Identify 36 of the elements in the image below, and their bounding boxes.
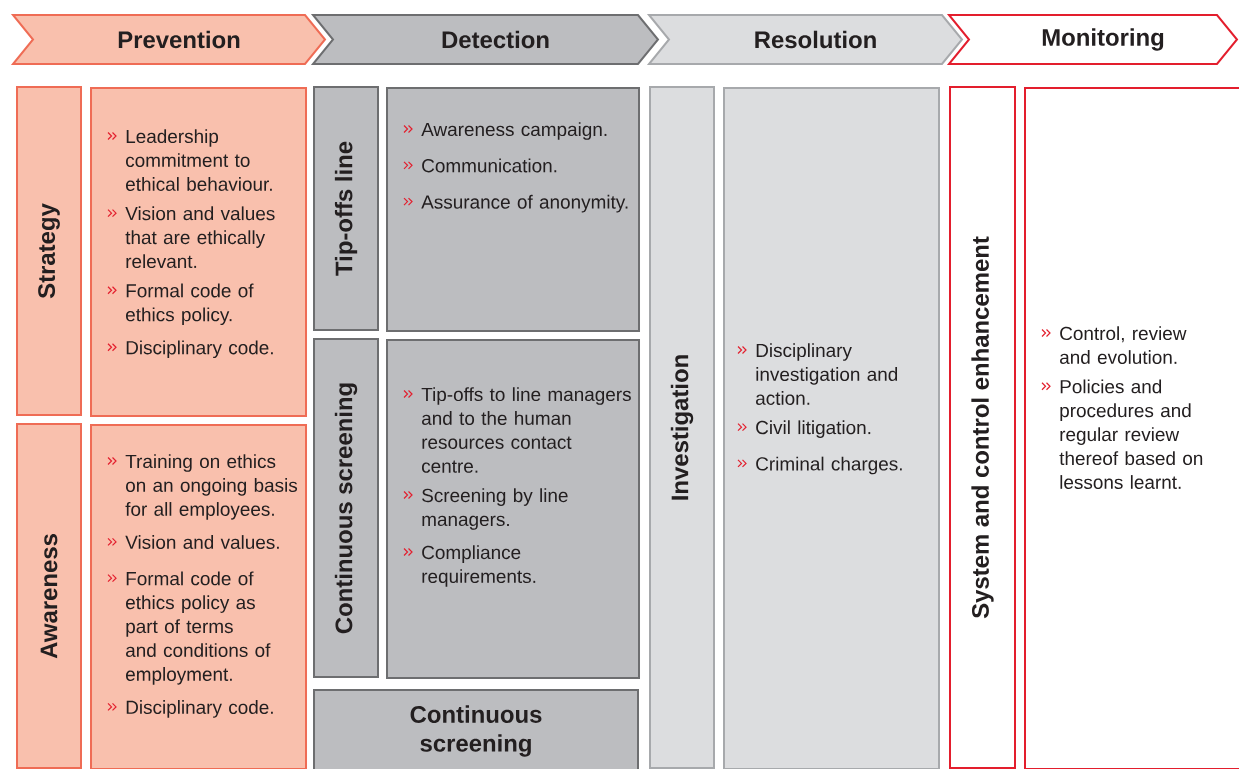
bullet-text: Vision and values that are ethically relevant. bbox=[125, 206, 275, 269]
chevron-banner: Detection bbox=[310, 14, 660, 65]
bullet-text: Training on ethics on an ongoing basis for all employees. bbox=[125, 454, 298, 520]
bullet-text: Communication. bbox=[422, 158, 557, 173]
side-label-box: Strategy bbox=[16, 86, 82, 416]
side-label-box: System and control enhancement bbox=[949, 86, 1016, 769]
text-panel bbox=[723, 87, 940, 769]
bullet-text: Vision and values. bbox=[125, 535, 279, 549]
text-panel bbox=[90, 87, 307, 417]
side-label-box: Investigation bbox=[649, 86, 715, 769]
bullet-text: Leadership commitment to ethical behaviour. bbox=[126, 129, 272, 191]
bullet-text: Control, review and evolution. bbox=[1060, 326, 1187, 365]
chevron-banner: Monitoring bbox=[946, 14, 1239, 65]
bullet-text: Screening by line managers. bbox=[422, 488, 568, 530]
bullet-text: Disciplinary investigation and action. bbox=[756, 343, 898, 405]
bullet-text: Disciplinary code. bbox=[126, 700, 273, 718]
bullet-text: Tip-offs to line managers and to the human resources contact centre. bbox=[421, 387, 631, 473]
bullet-text: Civil litigation. bbox=[756, 420, 871, 438]
bullet-text: Policies and procedures and regular review thereof based on lessons learnt. bbox=[1059, 379, 1203, 489]
side-label-box: Awareness bbox=[16, 423, 82, 769]
bullet-text: Formal code of ethics policy. bbox=[126, 283, 254, 326]
text-panel bbox=[386, 339, 640, 679]
bullet-text: Formal code of ethics policy as part of terms and conditions of employment. bbox=[126, 571, 271, 685]
bullet-text: Disciplinary code. bbox=[126, 340, 273, 359]
bullet-text: Criminal charges. bbox=[756, 456, 902, 475]
text-panel bbox=[90, 424, 307, 769]
side-label-box: Tip-offs line bbox=[313, 86, 379, 331]
bullet-text: Awareness campaign. bbox=[421, 122, 607, 140]
text-panel bbox=[1024, 87, 1239, 769]
bullet-text: Assurance of anonymity. bbox=[421, 194, 628, 213]
chevron-banner: Prevention bbox=[10, 14, 327, 65]
text-panel bbox=[386, 87, 640, 332]
side-label-box: Continuous screening bbox=[313, 338, 379, 678]
label-box: Continuous screening bbox=[313, 689, 639, 769]
bullet-text: Compliance requirements. bbox=[422, 545, 536, 587]
chevron-banner: Resolution bbox=[646, 14, 964, 65]
